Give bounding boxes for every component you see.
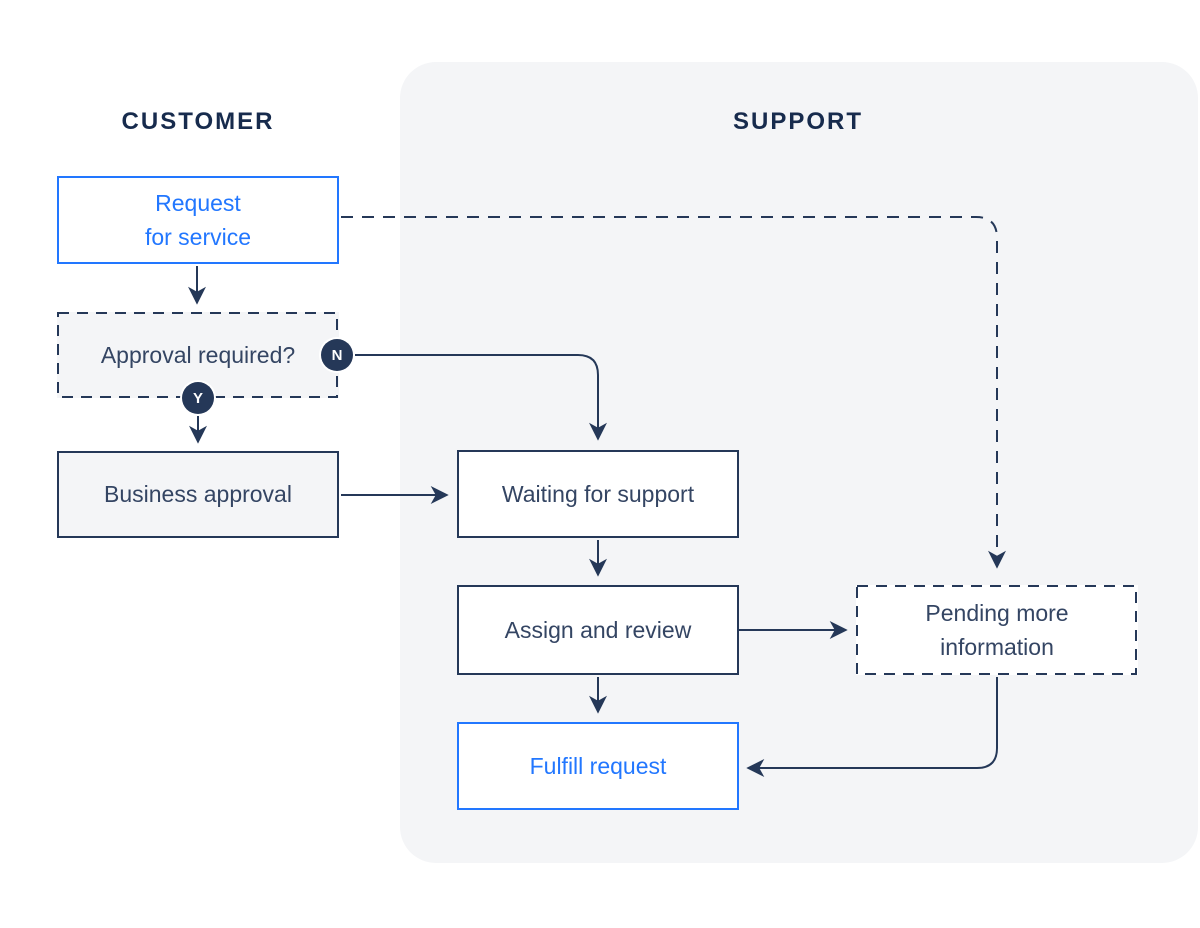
node-business-approval: Business approval <box>57 451 339 538</box>
node-fulfill-request: Fulfill request <box>457 722 739 810</box>
node-assign-and-review: Assign and review <box>457 585 739 675</box>
lane-title-support: SUPPORT <box>732 108 863 135</box>
decision-badge-no: N <box>321 339 353 371</box>
decision-badge-yes: Y <box>182 382 214 414</box>
node-waiting-for-support: Waiting for support <box>457 450 739 538</box>
node-request-for-service: Request for service <box>57 176 339 264</box>
node-pending-more-information: Pending more information <box>856 585 1138 675</box>
lane-title-customer: CUSTOMER <box>121 108 275 135</box>
